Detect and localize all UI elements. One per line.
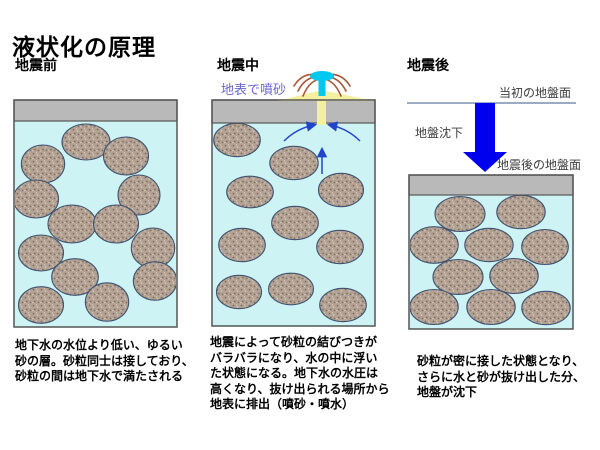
- sand-particle: [410, 226, 459, 264]
- sand-particles-dense: [410, 194, 571, 326]
- sand-particle: [496, 194, 546, 230]
- ground-layer: [13, 99, 178, 122]
- sand-particle: [92, 204, 140, 244]
- caption-during: 地震によって砂粒の結びつきが バラバラになり、水の中に浮い た状態になる。地下水…: [210, 335, 390, 411]
- sand-particle: [61, 123, 111, 161]
- sand-particle: [213, 122, 261, 158]
- panel-header-before: 地震前: [15, 58, 57, 74]
- subsidence-label: 地盤沈下: [415, 126, 464, 140]
- caption-before: 地下水の水位より低い、ゆるい 砂の層。砂粒同士は接しており、 砂粒の間は地下水で…: [15, 338, 194, 383]
- sand-particle: [215, 274, 263, 310]
- flow-arrow-icon: [283, 121, 318, 142]
- flow-arrow-icon: [326, 121, 361, 142]
- sand-particle: [132, 261, 176, 301]
- sand-particle: [84, 282, 130, 322]
- sand-particle: [434, 195, 486, 233]
- sand-particle: [15, 179, 60, 219]
- sand-particle: [316, 229, 364, 265]
- during-earthquake-diagram: [211, 71, 376, 327]
- caption-after: 砂粒が密に接した状態となり、 さらに水と砂が抜け出した分、 地盤が沈下: [417, 354, 586, 399]
- page-title: 液状化の原理: [12, 35, 156, 61]
- sand-boil-label: 地表で噴砂: [221, 83, 287, 98]
- subsidence-arrow-icon: [463, 103, 507, 172]
- sand-particle: [218, 227, 266, 263]
- panel-header-after: 地震後: [407, 58, 449, 74]
- sand-particle: [464, 227, 514, 263]
- sand-particle: [20, 144, 66, 184]
- sand-particle: [489, 257, 539, 295]
- sand-particle: [17, 286, 65, 324]
- sand-vent-channel: [317, 92, 326, 125]
- sand-particle: [432, 258, 484, 296]
- soil-box-border: [408, 174, 574, 330]
- water-jet-cap-icon: [310, 71, 334, 81]
- sand-particles-loose: [15, 123, 176, 324]
- before-earthquake-diagram: [13, 99, 178, 328]
- soil-box-border: [211, 99, 376, 327]
- ground-layer: [211, 99, 376, 124]
- after-earthquake-diagram: [407, 102, 576, 330]
- sand-particle: [317, 172, 365, 208]
- sand-particle: [117, 174, 161, 216]
- new-surface-label: 地震後の地盤面: [497, 158, 582, 172]
- sand-particle: [17, 234, 65, 272]
- sand-particle: [47, 204, 97, 244]
- sand-particle: [521, 290, 571, 326]
- sand-particle: [51, 258, 99, 296]
- sand-particle: [102, 136, 150, 176]
- panel-header-during: 地震中: [217, 58, 259, 74]
- sand-particle: [267, 272, 315, 306]
- sand-particle: [410, 288, 459, 326]
- sand-particle: [226, 175, 274, 209]
- sand-particle: [466, 288, 516, 326]
- initial-surface-label: 当初の地盤面: [499, 86, 572, 100]
- sand-particle: [521, 228, 569, 266]
- sand-particle: [319, 287, 367, 323]
- water-jet-icon: [318, 77, 326, 96]
- ground-layer: [408, 174, 574, 196]
- sand-particles-floating: [213, 122, 367, 323]
- sand-particle: [271, 205, 319, 241]
- soil-box-border: [13, 99, 178, 328]
- sand-particle: [269, 145, 319, 181]
